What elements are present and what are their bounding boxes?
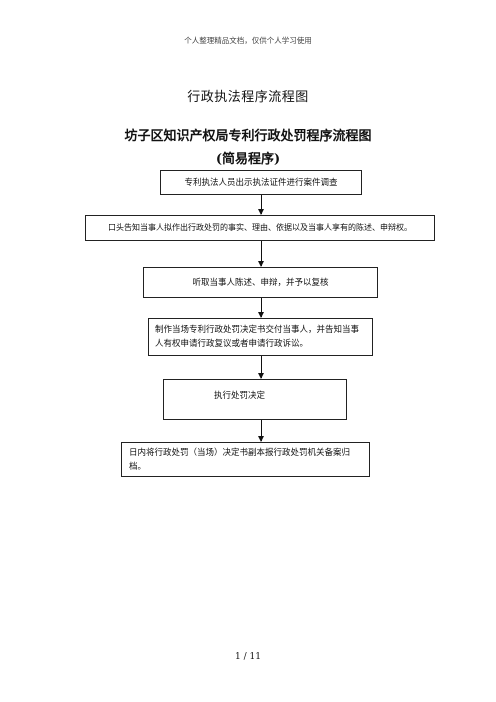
step-2-box: 口头告知当事人拟作出行政处罚的事实、理由、依据以及当事人享有的陈述、申辩权。: [85, 215, 435, 241]
step-6-text: 日内将行政处罚（当场）决定书副本报行政处罚机关备案归档。: [129, 447, 351, 472]
arrow-4: [258, 356, 264, 379]
main-title: 行政执法程序流程图: [187, 90, 309, 105]
step-4-box: 制作当场专利行政处罚决定书交付当事人，并告知当事人有权申请行政复议或者申请行政诉…: [148, 318, 373, 356]
arrow-1: [258, 195, 264, 215]
step-4-text: 制作当场专利行政处罚决定书交付当事人，并告知当事人有权申请行政复议或者申请行政诉…: [155, 325, 360, 349]
flowchart-subtitle: (简易程序): [215, 152, 281, 167]
step-5-box: 执行处罚决定: [163, 379, 347, 420]
flowchart-title: 坊子区知识产权局专利行政处罚程序流程图: [124, 129, 372, 144]
step-1-box: 专利执法人员出示执法证件进行案件调查: [160, 170, 362, 195]
step-1-text: 专利执法人员出示执法证件进行案件调查: [184, 177, 338, 188]
step-3-box: 听取当事人陈述、申辩，并予以复核: [143, 267, 378, 298]
page-number: 1 / 11: [235, 652, 261, 662]
arrow-3: [258, 298, 264, 318]
header-note: 个人整理精品文档，仅供个人学习使用: [184, 36, 312, 45]
step-6-box: 日内将行政处罚（当场）决定书副本报行政处罚机关备案归档。: [121, 442, 370, 477]
step-3-text: 听取当事人陈述、申辩，并予以复核: [192, 277, 329, 288]
step-2-text: 口头告知当事人拟作出行政处罚的事实、理由、依据以及当事人享有的陈述、申辩权。: [108, 223, 412, 232]
arrow-5: [258, 420, 264, 442]
step-5-text: 执行处罚决定: [214, 391, 266, 401]
arrow-2: [258, 241, 264, 267]
